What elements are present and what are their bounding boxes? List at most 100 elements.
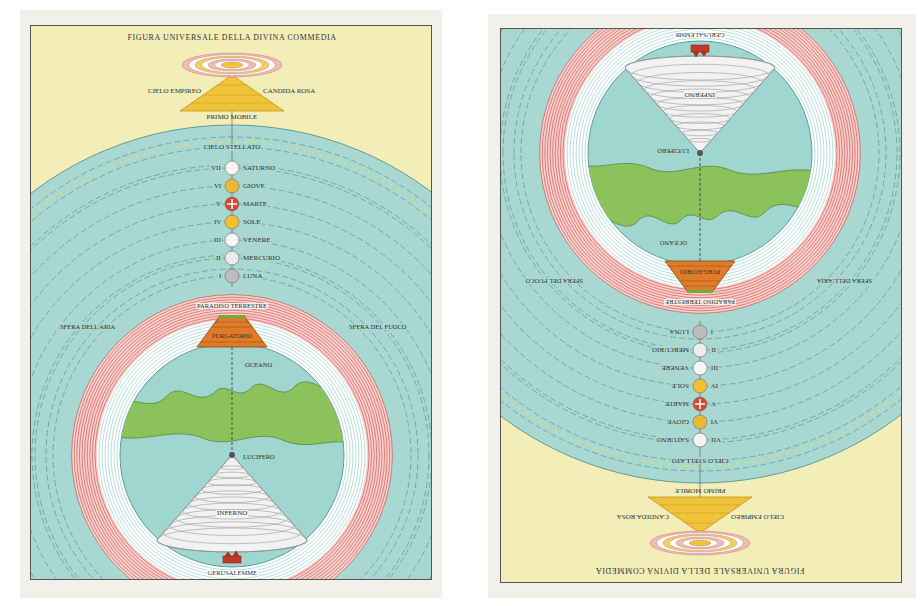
heaven-number: II (215, 255, 222, 262)
air-ring (567, 28, 833, 286)
place-label: OCEANO (659, 240, 688, 247)
sphere-ring (30, 147, 432, 580)
fire-ring (540, 28, 861, 313)
sphere-ring (514, 28, 886, 339)
air-ring (108, 331, 356, 579)
planet-name: VENERE (242, 237, 272, 244)
empyrean-rose (689, 540, 711, 546)
sphere-ring (46, 269, 418, 580)
heaven-number: VII (710, 436, 722, 443)
place-label: OCEANO (244, 362, 273, 369)
heaven-label: CIELO EMPIREO (147, 88, 202, 95)
inferno-circle (221, 466, 244, 470)
heaven-label: CIELO STELLATO (671, 457, 730, 464)
sphere-ring (30, 186, 432, 580)
inferno-circle (157, 528, 307, 552)
air-ring (99, 322, 365, 580)
fire-ring (555, 28, 845, 298)
sphere-ring (35, 258, 429, 580)
fire-ring (92, 315, 371, 580)
heaven-number: I (218, 273, 222, 280)
cone-line (660, 505, 741, 506)
mars-cross (695, 399, 705, 409)
planet-disc (225, 269, 239, 283)
inferno-circle (214, 472, 249, 478)
air-ring (579, 32, 821, 274)
planet-disc (225, 161, 239, 175)
earthly-paradise (219, 315, 245, 318)
cone-line (203, 95, 261, 96)
empyrean-rose (657, 533, 744, 554)
place-label: PURGATORIO (679, 269, 721, 276)
jerusalem-roof (693, 52, 707, 57)
heaven-number: VI (213, 183, 222, 190)
sphere-ring (30, 165, 432, 580)
place-label: GERUSALEMME (207, 570, 258, 577)
empyrean-rose (215, 61, 250, 70)
earth-globe (120, 343, 344, 567)
planet-disc (693, 343, 707, 357)
empyrean-rose (195, 56, 269, 74)
planet-disc (225, 179, 239, 193)
planet-name: GIOVE (666, 418, 690, 425)
planet-disc (693, 433, 707, 447)
heaven-label: PRIMO MOBILE (674, 487, 727, 494)
planet-name: LUNA (669, 328, 690, 335)
empyrean-rose (182, 53, 282, 77)
empyrean-rose (189, 55, 276, 76)
sphere-label: SFERA DELL'ARIA (59, 324, 116, 331)
panel-frame (31, 26, 432, 580)
inferno-circle (676, 122, 724, 130)
fire-ring (87, 310, 377, 580)
sphere-ring (500, 28, 902, 461)
heaven-number: II (710, 346, 717, 353)
place-label: PARADISO TERRESTRE (664, 299, 736, 306)
air-ring (582, 35, 818, 271)
heaven-number: I (710, 328, 714, 335)
place-label: LUCIFERO (656, 148, 690, 155)
fire-sphere (72, 295, 392, 580)
heaven-number: IV (213, 219, 222, 226)
fire-ring (85, 308, 380, 580)
place-label: PURGATORIO (211, 333, 253, 340)
heavens-disc (30, 125, 432, 580)
cone-line (671, 513, 729, 514)
planet-name: GIOVE (242, 183, 266, 190)
heaven-number: IV (710, 382, 719, 389)
sphere-ring (500, 28, 902, 422)
planet-name: SATURNO (656, 436, 690, 443)
fire-ring (550, 28, 850, 303)
sphere-label: SFERA DEL FUOCO (348, 324, 408, 331)
earth-axis (232, 347, 233, 453)
air-ring (114, 337, 350, 573)
diagram-panel: FIGURA UNIVERSALE DELLA DIVINA COMMEDIA C… (500, 28, 902, 583)
star-dots (30, 142, 432, 580)
planet-name: VENERE (660, 364, 690, 371)
inferno-circle (176, 509, 288, 527)
fire-ring (79, 302, 384, 580)
sphere-ring (30, 137, 432, 580)
earthly-paradise (687, 290, 713, 293)
mars-cross (227, 199, 237, 209)
planet-disc (225, 215, 239, 229)
inferno-circle (663, 105, 737, 117)
sphere-rings (500, 28, 902, 471)
fire-ring (90, 313, 374, 580)
planet-disc (225, 197, 239, 211)
sphere-label: SFERA DELL'ARIA (816, 278, 873, 285)
title: FIGURA UNIVERSALE DELLA DIVINA COMMEDIA (595, 566, 804, 575)
cone-line (218, 85, 247, 86)
empyrean-rose (683, 539, 718, 548)
jerusalem-city (691, 45, 709, 52)
planet-disc (225, 233, 239, 247)
sphere-ring (32, 255, 432, 580)
terrace-line (212, 327, 253, 328)
cosmos-illustration (500, 28, 902, 583)
planet-name: SATURNO (242, 165, 276, 172)
fire-ring (553, 28, 848, 300)
inferno-funnel (625, 56, 775, 153)
terrace-line (680, 281, 721, 282)
sphere-ring (53, 276, 411, 580)
inferno-circle (638, 72, 763, 92)
planet-disc (693, 379, 707, 393)
